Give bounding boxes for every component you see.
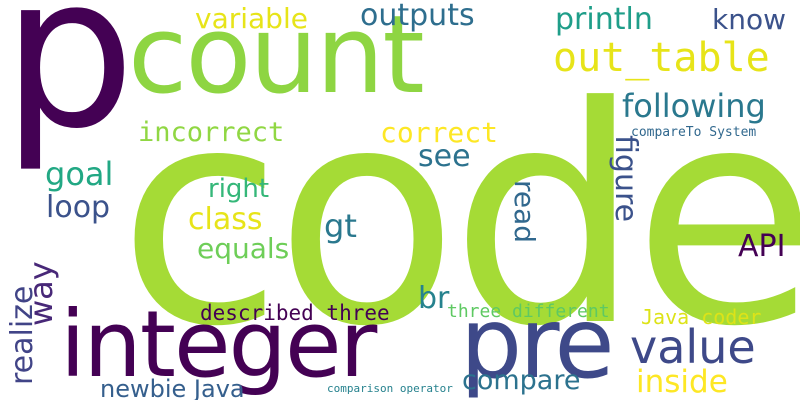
word-inside: inside [636, 364, 728, 400]
word-following: following [622, 87, 766, 125]
word-out-table: out_table [553, 35, 770, 81]
word-api: API [738, 229, 786, 264]
word-right: right [208, 174, 270, 204]
word-goal: goal [45, 155, 114, 193]
word-figure: figure [608, 135, 643, 223]
word-java-coder: Java coder [641, 305, 762, 329]
word-know: know [712, 3, 786, 36]
word-variable: variable [195, 2, 308, 35]
word-newbie-java: newbie Java [100, 375, 245, 400]
word-class: class [188, 202, 263, 237]
word-br: br [418, 281, 450, 316]
word-outputs: outputs [360, 0, 475, 33]
word-p: p [2, 0, 136, 175]
word-compare: compare [462, 365, 581, 396]
word-incorrect: incorrect [138, 117, 285, 148]
word-three-different: three different [447, 301, 610, 322]
word-equals: equals [197, 232, 290, 265]
word-read: read [508, 180, 541, 244]
word-println: println [555, 2, 653, 37]
word-value: value [630, 320, 756, 374]
word-comparison-operator: comparison operator [327, 382, 453, 395]
word-count: count [128, 0, 425, 118]
word-described-three: described three [200, 301, 390, 325]
word-code: code [118, 43, 800, 392]
word-loop: loop [46, 190, 111, 225]
word-realize: realize [5, 285, 40, 385]
word-compareto-system: compareTo System [631, 125, 757, 140]
word-gt: gt [324, 207, 357, 245]
word-integer: integer [60, 291, 377, 398]
word-see: see [418, 139, 471, 174]
word-pre: pre [460, 287, 615, 400]
word-correct: correct [380, 116, 499, 149]
